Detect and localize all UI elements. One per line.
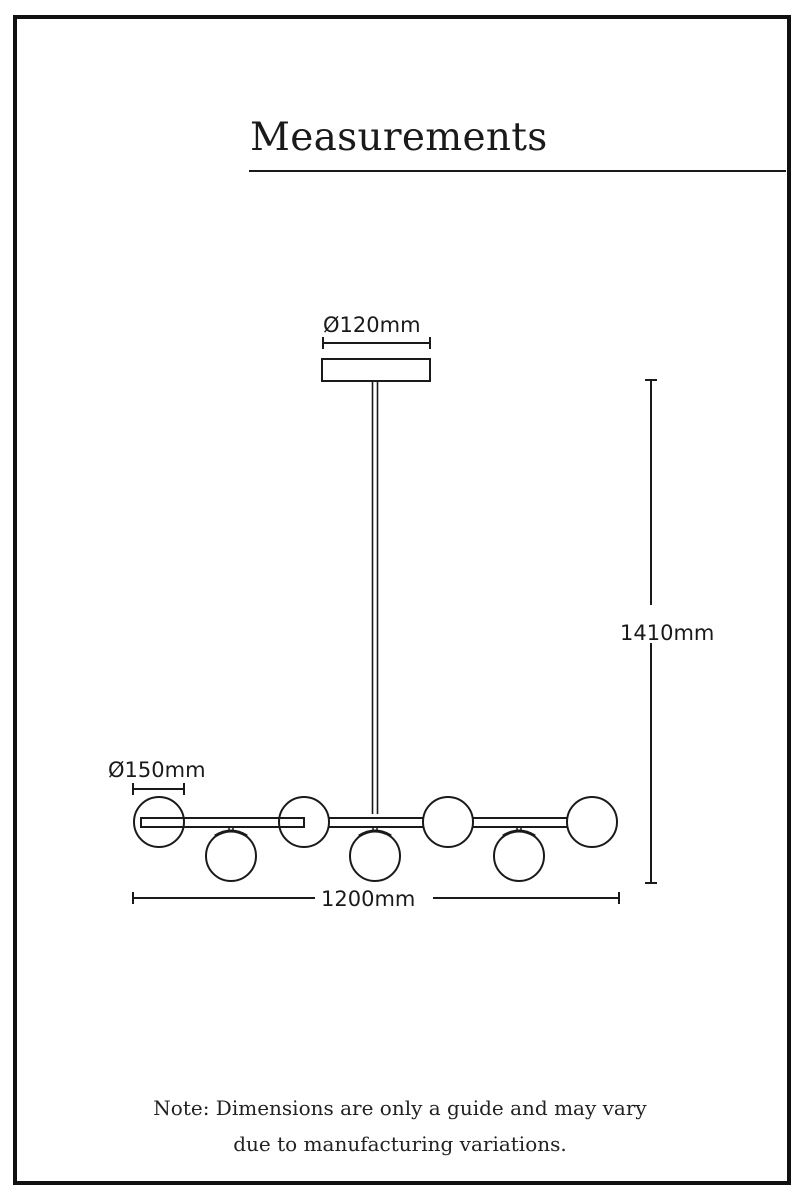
canopy-diameter-label: Ø120mm: [323, 313, 421, 337]
canopy-dimension-line: [322, 337, 431, 349]
lower-globes: [205, 827, 545, 882]
height-label: 1410mm: [620, 621, 715, 645]
disclaimer-note: Note: Dimensions are only a guide and ma…: [0, 1090, 800, 1162]
height-dimension-line: [645, 379, 657, 884]
globe-diameter-label: Ø150mm: [108, 758, 206, 782]
suspension-rod: [371, 381, 379, 814]
title-underline: [249, 170, 786, 172]
lower-globe-3: [493, 827, 545, 882]
page-title: Measurements: [250, 115, 548, 160]
lower-globe-2: [349, 827, 401, 882]
note-line-2: due to manufacturing variations.: [233, 1132, 567, 1156]
note-line-1: Note: Dimensions are only a guide and ma…: [153, 1096, 647, 1120]
width-dimension-line: [132, 892, 620, 904]
ceiling-canopy: [321, 358, 431, 382]
lower-globe-1: [205, 827, 257, 882]
width-label: 1200mm: [321, 887, 416, 911]
upper-globes: [133, 796, 618, 848]
page-frame: [13, 15, 791, 1185]
globe-dimension-line: [132, 783, 185, 795]
horizontal-arm: [140, 817, 572, 828]
